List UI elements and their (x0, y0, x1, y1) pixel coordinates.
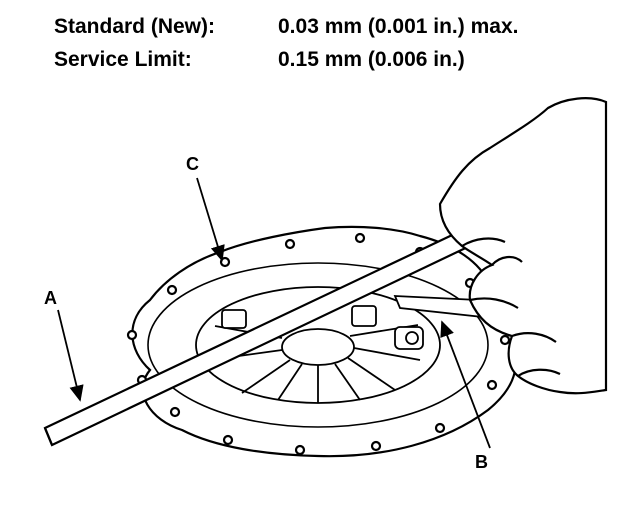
hand (438, 97, 608, 395)
spec-label-standard: Standard (New): (54, 14, 216, 38)
spec-row-service-limit: Service Limit: 0.15 mm (0.006 in.) (54, 43, 614, 76)
specification-table: Standard (New): 0.03 mm (0.001 in.) max.… (54, 10, 614, 76)
diaphragm-spring (195, 286, 441, 404)
callout-c-pressure-plate: C (186, 154, 199, 174)
leader-lines (57, 177, 491, 449)
spec-value-standard: 0.03 mm (0.001 in.) max. (278, 14, 519, 38)
spec-row-standard: Standard (New): 0.03 mm (0.001 in.) max. (54, 10, 614, 43)
spec-label-service-limit: Service Limit: (54, 47, 192, 71)
spec-value-service-limit: 0.15 mm (0.006 in.) (278, 47, 465, 71)
callout-b-feeler-gauge: B (475, 452, 488, 472)
spring-retainers (221, 305, 424, 350)
callout-a-straight-edge: A (44, 288, 57, 308)
